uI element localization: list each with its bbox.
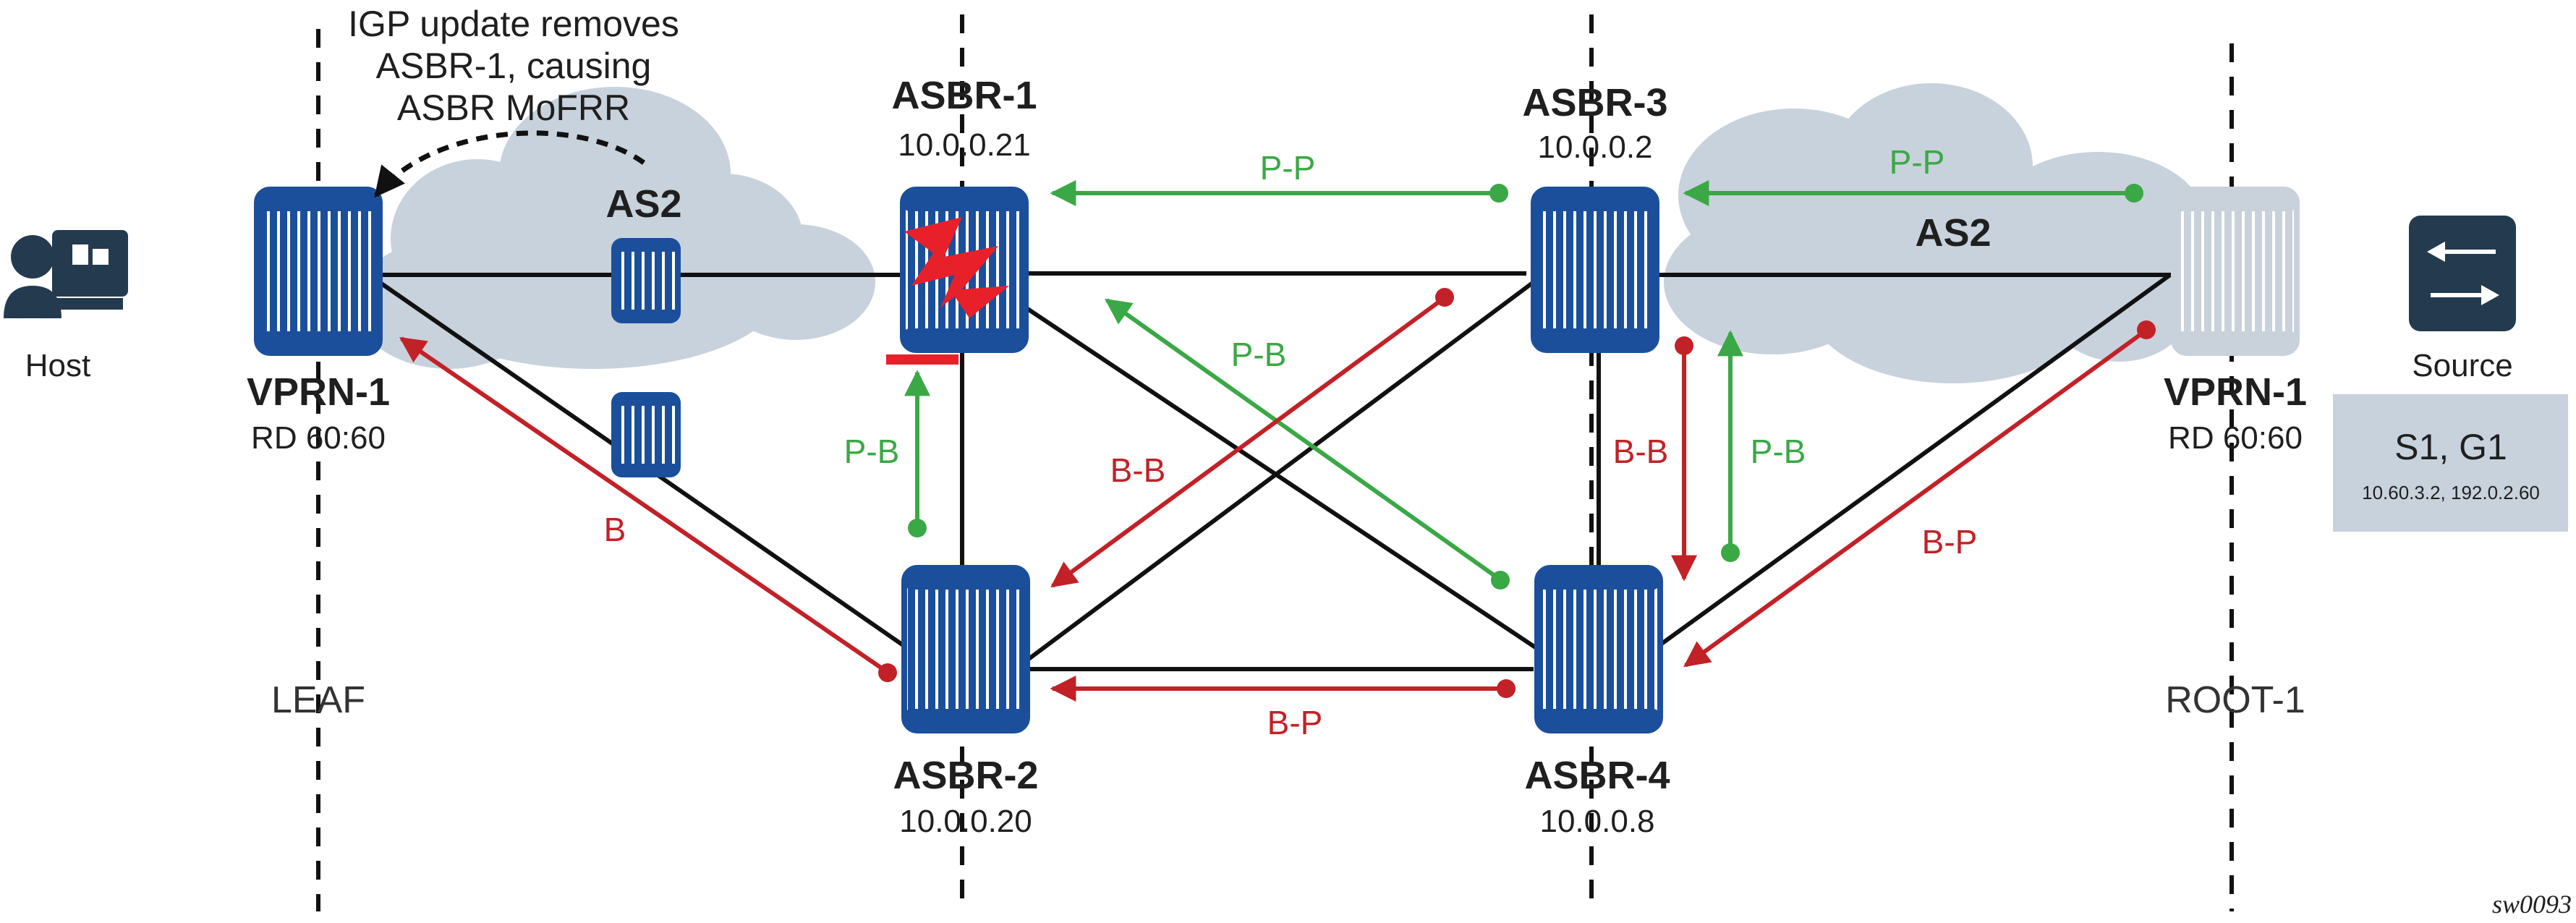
link-asbr4-vprnR bbox=[1655, 273, 2172, 650]
figure-id: sw0093 bbox=[2492, 890, 2572, 919]
cloud-right bbox=[1664, 83, 2206, 383]
asbr3-ip: 10.0.0.2 bbox=[1537, 129, 1652, 165]
cloud-left bbox=[354, 87, 875, 369]
vprn-left-rd: RD 60:60 bbox=[251, 420, 386, 456]
igp-update-arrow bbox=[374, 130, 646, 198]
asbr2-ip: 10.0.0.20 bbox=[899, 804, 1032, 839]
zone-root-label: ROOT-1 bbox=[2165, 679, 2305, 721]
link-asbr3-asbr2 bbox=[1019, 280, 1535, 668]
link-asbr1-asbr4 bbox=[1019, 302, 1542, 653]
flow-pb-right-label: P-B bbox=[1751, 433, 1806, 470]
flow-bp-right bbox=[1683, 329, 2146, 668]
flow-bb-diag-label: B-B bbox=[1110, 451, 1166, 489]
intermediate-router-2 bbox=[611, 392, 681, 477]
router-asbr3[interactable] bbox=[1531, 187, 1659, 353]
source-info-box: S1, G1 10.60.3.2, 192.0.2.60 bbox=[2333, 394, 2568, 532]
switch-icon[interactable] bbox=[2409, 216, 2516, 331]
vprn-right-rd: RD 60:60 bbox=[2168, 420, 2303, 456]
host-computer-icon[interactable] bbox=[4, 230, 128, 318]
flow-pb-diag bbox=[1105, 298, 1500, 581]
router-vprn-right[interactable] bbox=[2171, 187, 2300, 356]
flow-pp-right-label: P-P bbox=[1890, 143, 1945, 181]
cloud-left-label: AS2 bbox=[605, 182, 681, 226]
vprn-left-name: VPRN-1 bbox=[247, 370, 390, 414]
network-links bbox=[367, 271, 2177, 671]
asbr4-ip: 10.0.0.8 bbox=[1539, 804, 1654, 839]
asbr1-ip: 10.0.0.21 bbox=[898, 127, 1031, 163]
asbr3-name: ASBR-3 bbox=[1522, 81, 1667, 124]
zone-leaf-label: LEAF bbox=[271, 679, 365, 721]
flow-pp-top-label: P-P bbox=[1260, 149, 1316, 187]
asbr2-name: ASBR-2 bbox=[893, 754, 1038, 797]
flow-pb-asbr1-label: P-B bbox=[844, 433, 900, 470]
flow-bp-bottom-label: B-P bbox=[1267, 704, 1323, 741]
source-group-detail: 10.60.3.2, 192.0.2.60 bbox=[2362, 482, 2540, 503]
flow-bb-diag bbox=[1050, 297, 1445, 588]
intermediate-router-1 bbox=[611, 238, 681, 323]
flow-pb-diag-label: P-B bbox=[1231, 336, 1287, 373]
cloud-right-label: AS2 bbox=[1915, 211, 1991, 255]
host-label: Host bbox=[25, 348, 90, 383]
flow-b-left bbox=[399, 336, 888, 673]
asbr4-name: ASBR-4 bbox=[1524, 754, 1670, 797]
asbr1-name: ASBR-1 bbox=[891, 74, 1037, 117]
flow-b-left-label: B bbox=[604, 511, 626, 548]
vprn-right-name: VPRN-1 bbox=[2164, 370, 2307, 414]
router-asbr4[interactable] bbox=[1534, 565, 1663, 733]
primary-flows bbox=[904, 180, 2143, 590]
source-group-title: S1, G1 bbox=[2394, 427, 2507, 467]
router-vprn-left[interactable] bbox=[254, 187, 383, 356]
annotation-line-2: ASBR-1, causing bbox=[376, 46, 652, 86]
annotation-line-1: IGP update removes bbox=[348, 4, 679, 44]
lightning-failure-icon bbox=[886, 217, 1009, 365]
annotation-line-3: ASBR MoFRR bbox=[397, 88, 630, 128]
router-asbr2[interactable] bbox=[901, 565, 1030, 733]
source-label: Source bbox=[2412, 348, 2512, 383]
flow-bb-right-label: B-B bbox=[1613, 433, 1669, 470]
flow-bp-right-label: B-P bbox=[1922, 523, 1978, 561]
backup-flows bbox=[399, 288, 2156, 702]
